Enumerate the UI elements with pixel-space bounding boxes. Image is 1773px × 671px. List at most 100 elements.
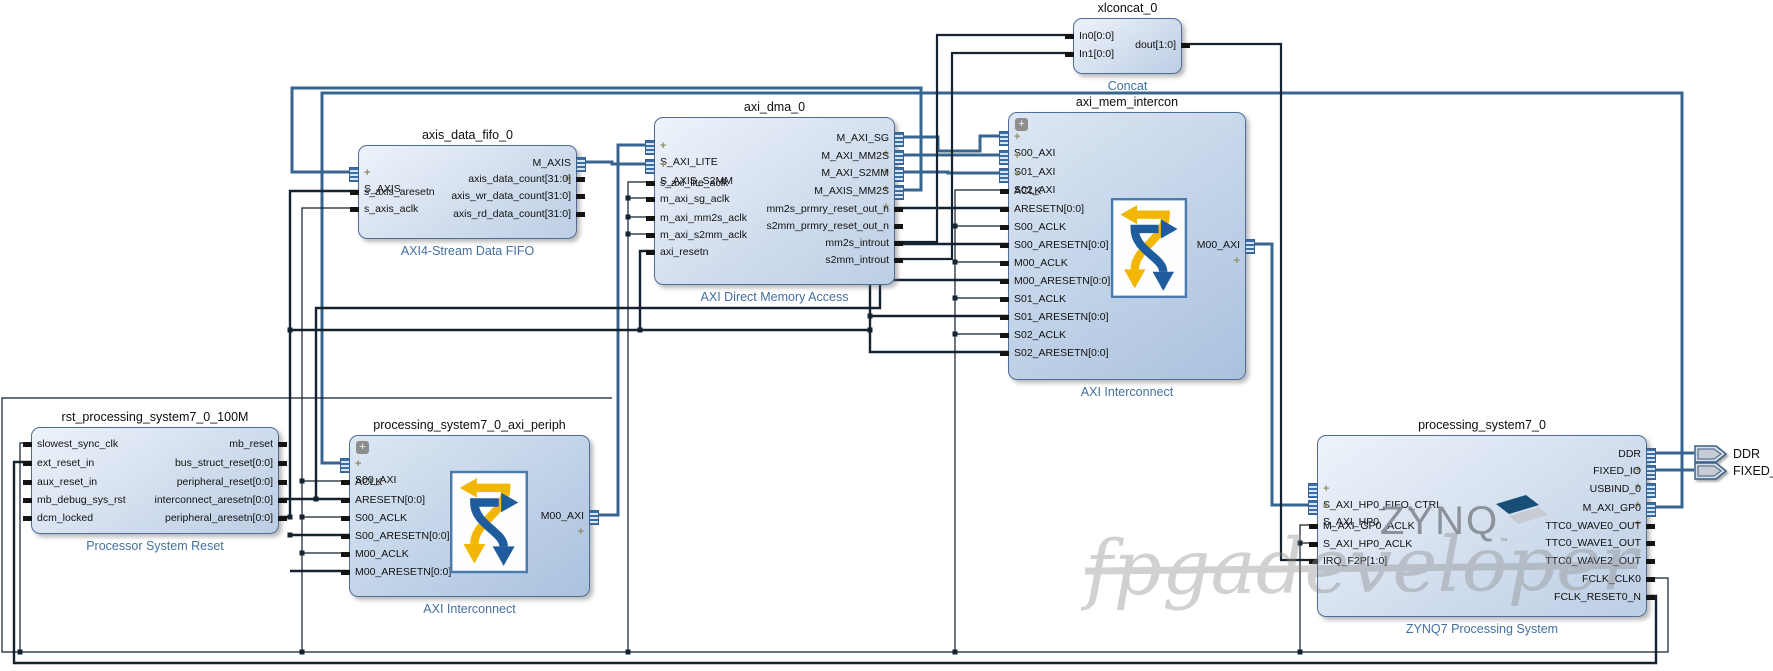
port-S02_ARESETN[0:0][interactable]: S02_ARESETN[0:0] xyxy=(1000,345,1245,361)
port-DDR[interactable]: DDR+ xyxy=(1318,446,1656,476)
port-S_AXI_HP0[interactable]: +S_AXI_HP0 xyxy=(1308,498,1646,528)
port-S00_ARESETN[0:0][interactable]: S00_ARESETN[0:0] xyxy=(341,528,589,544)
port-M00_ACLK[interactable]: M00_ACLK xyxy=(1000,255,1245,271)
port-S02_AXI[interactable]: +S02_AXI xyxy=(999,166,1245,196)
port-IRQ_F2P[1:0][interactable]: IRQ_F2P[1:0] xyxy=(1309,553,1646,569)
wire-ps7_M_AXI_GP0_to_periph_S00_AXI[interactable] xyxy=(320,91,1684,509)
port-aux_reset_in[interactable]: aux_reset_in xyxy=(23,474,278,490)
wire-peripheral_aresetn[interactable] xyxy=(868,330,1008,354)
port-S01_ACLK[interactable]: S01_ACLK xyxy=(1000,291,1245,307)
port-S_AXIS[interactable]: +S_AXIS xyxy=(349,165,576,195)
wire-FCLK_CLK0[interactable] xyxy=(627,181,654,652)
wire-FCLK_CLK0[interactable] xyxy=(301,207,358,652)
port-axis_rd_data_count[31:0][interactable]: axis_rd_data_count[31:0] xyxy=(359,206,585,222)
port-M_AXI_SG[interactable]: M_AXI_SG+ xyxy=(655,130,904,160)
port-mb_reset[interactable]: mb_reset xyxy=(32,436,287,452)
port-TTC0_WAVE2_OUT[interactable]: TTC0_WAVE2_OUT xyxy=(1318,553,1655,569)
port-FCLK_CLK0[interactable]: FCLK_CLK0 xyxy=(1318,571,1655,587)
port-axis_data_count[31:0][interactable]: axis_data_count[31:0] xyxy=(359,171,585,187)
port-FIXED_IO[interactable]: FIXED_IO+ xyxy=(1318,463,1656,493)
wire-peripheral_aresetn[interactable] xyxy=(640,242,1008,332)
wire-FCLK_CLK0[interactable] xyxy=(19,442,1669,653)
port-S_AXI_LITE[interactable]: +S_AXI_LITE xyxy=(645,138,894,168)
port-M_AXI_GP0_ACLK[interactable]: M_AXI_GP0_ACLK xyxy=(1309,518,1646,534)
port-ext_reset_in[interactable]: ext_reset_in xyxy=(23,455,278,471)
wire-FCLK_CLK0[interactable] xyxy=(954,189,1008,652)
port-m_axi_mm2s_aclk[interactable]: m_axi_mm2s_aclk xyxy=(646,210,894,226)
wire-dma_M_AXI_S2MM_to_intercon_S02_AXI[interactable] xyxy=(893,170,1008,175)
port-ARESETN[0:0][interactable]: ARESETN[0:0] xyxy=(341,492,589,508)
external-port-DDR[interactable]: DDR xyxy=(1694,445,1760,463)
wire-intercon_M00_AXI_to_ps7_S_AXI_HP0[interactable] xyxy=(1244,242,1317,507)
port-peripheral_reset[0:0][interactable]: peripheral_reset[0:0] xyxy=(32,474,287,490)
wire-dma_M_AXIS_MM2S_to_fifo_S_AXIS[interactable] xyxy=(290,86,923,192)
port-S00_AXI[interactable]: +S00_AXI xyxy=(999,129,1245,159)
wire-FCLK_CLK0[interactable] xyxy=(1,397,612,653)
port-S01_ARESETN[0:0][interactable]: S01_ARESETN[0:0] xyxy=(1000,309,1245,325)
wire-axis_fifo_M_AXIS_to_dma_S_AXIS_S2MM[interactable] xyxy=(575,160,654,166)
port-M_AXI_MM2S[interactable]: M_AXI_MM2S+ xyxy=(655,148,904,178)
port-S00_AXI[interactable]: +S00_AXI xyxy=(340,456,589,486)
port-M_AXIS[interactable]: M_AXIS+ xyxy=(359,155,586,185)
port-s_axis_aclk[interactable]: s_axis_aclk xyxy=(350,201,576,217)
port-FCLK_RESET0_N[interactable]: FCLK_RESET0_N xyxy=(1318,589,1655,605)
port-In1[0:0][interactable]: In1[0:0] xyxy=(1065,46,1181,62)
port-M_AXI_GP0[interactable]: M_AXI_GP0+ xyxy=(1318,500,1656,530)
port-s2mm_introut[interactable]: s2mm_introut xyxy=(655,252,903,268)
port-mm2s_introut[interactable]: mm2s_introut xyxy=(655,235,903,251)
port-S02_ACLK[interactable]: S02_ACLK xyxy=(1000,327,1245,343)
port-S01_AXI[interactable]: +S01_AXI xyxy=(999,148,1245,178)
expand-button[interactable]: + xyxy=(1015,118,1028,131)
port-ACLK[interactable]: ACLK xyxy=(341,474,589,490)
port-m_axi_s2mm_aclk[interactable]: m_axi_s2mm_aclk xyxy=(646,227,894,243)
wire-xlconcat_dout_to_IRQ_F2P[interactable] xyxy=(1180,42,1317,562)
wire-dma_s2mm_introut_to_In1[interactable] xyxy=(893,51,1073,261)
port-M_AXI_S2MM[interactable]: M_AXI_S2MM+ xyxy=(655,165,904,195)
port-USBIND_0[interactable]: USBIND_0+ xyxy=(1318,481,1656,511)
port-ARESETN[0:0][interactable]: ARESETN[0:0] xyxy=(1000,201,1245,217)
port-S_AXI_HP0_FIFO_CTRL[interactable]: +S_AXI_HP0_FIFO_CTRL xyxy=(1308,481,1646,511)
port-M00_AXI[interactable]: M00_AXI+ xyxy=(1009,237,1255,267)
port-S00_ACLK[interactable]: S00_ACLK xyxy=(1000,219,1245,235)
wire-dma_mm2s_introut_to_In0[interactable] xyxy=(893,33,1073,244)
port-M00_ARESETN[0:0][interactable]: M00_ARESETN[0:0] xyxy=(341,564,589,580)
port-ACLK[interactable]: ACLK xyxy=(1000,183,1245,199)
port-M00_AXI[interactable]: M00_AXI+ xyxy=(350,508,599,538)
port-S00_ARESETN[0:0][interactable]: S00_ARESETN[0:0] xyxy=(1000,237,1245,253)
external-port-FIXED_IO[interactable]: FIXED_IO xyxy=(1694,462,1773,480)
port-axis_wr_data_count[31:0][interactable]: axis_wr_data_count[31:0] xyxy=(359,188,585,204)
port-TTC0_WAVE0_OUT[interactable]: TTC0_WAVE0_OUT xyxy=(1318,518,1655,534)
port-bus_struct_reset[0:0][interactable]: bus_struct_reset[0:0] xyxy=(32,455,287,471)
port-S_AXI_HP0_ACLK[interactable]: S_AXI_HP0_ACLK xyxy=(1309,536,1646,552)
port-s_axis_aresetn[interactable]: s_axis_aresetn xyxy=(350,184,576,200)
port-In0[0:0][interactable]: In0[0:0] xyxy=(1065,28,1181,44)
wire-dma_M_AXI_SG_to_intercon_S00_AXI[interactable] xyxy=(893,134,1008,153)
port-M00_ACLK[interactable]: M00_ACLK xyxy=(341,546,589,562)
port-M00_ARESETN[0:0][interactable]: M00_ARESETN[0:0] xyxy=(1000,273,1245,289)
wire-interconnect_aresetn[interactable] xyxy=(314,206,1008,499)
port-axi_resetn[interactable]: axi_resetn xyxy=(646,244,894,260)
port-peripheral_aresetn[0:0][interactable]: peripheral_aresetn[0:0] xyxy=(32,510,287,526)
port-mb_debug_sys_rst[interactable]: mb_debug_sys_rst xyxy=(23,492,278,508)
port-interconnect_aresetn[0:0][interactable]: interconnect_aresetn[0:0] xyxy=(32,492,287,508)
port-TTC0_WAVE1_OUT[interactable]: TTC0_WAVE1_OUT xyxy=(1318,535,1655,551)
port-S00_ACLK[interactable]: S00_ACLK xyxy=(341,510,589,526)
interface-pin-connector xyxy=(340,458,350,473)
expand-button[interactable]: + xyxy=(356,441,369,454)
port-slowest_sync_clk[interactable]: slowest_sync_clk xyxy=(23,436,278,452)
port-s_axi_lite_aclk[interactable]: s_axi_lite_aclk xyxy=(646,175,894,191)
port-s2mm_prmry_reset_out_n[interactable]: s2mm_prmry_reset_out_n xyxy=(655,218,903,234)
port-dcm_locked[interactable]: dcm_locked xyxy=(23,510,278,526)
port-dout[1:0][interactable]: dout[1:0] xyxy=(1074,37,1190,53)
port-M_AXIS_MM2S[interactable]: M_AXIS_MM2S+ xyxy=(655,183,904,213)
port-S_AXIS_S2MM[interactable]: +S_AXIS_S2MM xyxy=(645,157,894,187)
port-m_axi_sg_aclk[interactable]: m_axi_sg_aclk xyxy=(646,191,894,207)
port-mm2s_prmry_reset_out_n[interactable]: mm2s_prmry_reset_out_n xyxy=(655,201,903,217)
